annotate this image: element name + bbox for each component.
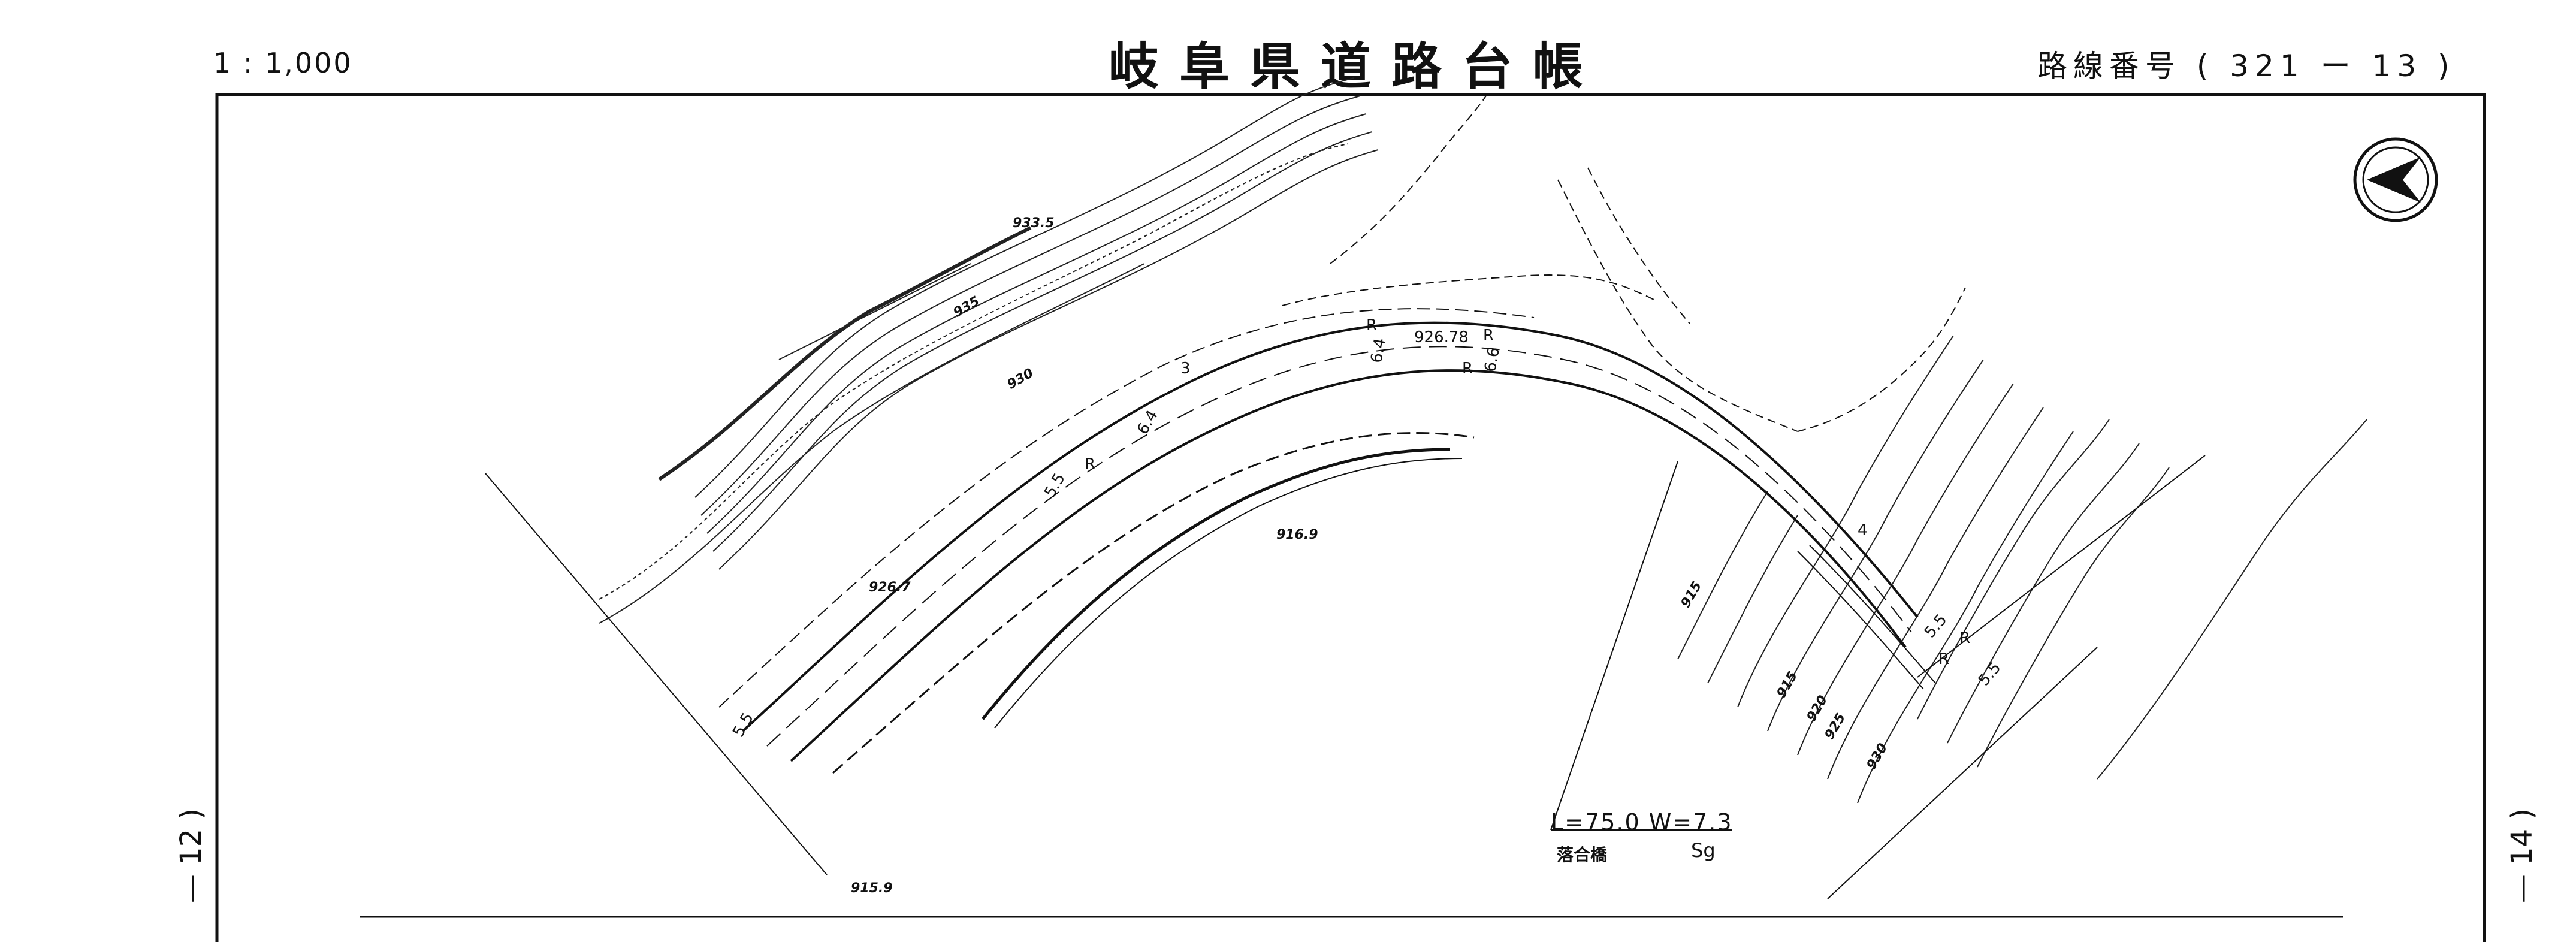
contour-lines-upper [599, 77, 1379, 624]
structures [1282, 95, 1966, 432]
spot-elevation: 926.78 [1414, 328, 1469, 346]
road-ditch [1797, 545, 1936, 690]
route-value: ( 321 ー 13 ) [2196, 49, 2456, 83]
bridge-type: Sg [1691, 839, 1716, 862]
map-frame [215, 93, 2486, 942]
road-mark: 3 [1180, 360, 1191, 378]
road-mark: R [1366, 316, 1378, 334]
spot-elevation: 933.5 [1013, 216, 1055, 231]
retaining-wall [982, 448, 1463, 729]
north-arrow-icon [2353, 137, 2438, 222]
boundary-line [1917, 455, 2206, 678]
spot-elevation: 915.9 [851, 881, 893, 896]
road-alignment [718, 308, 1919, 774]
road-mark: R [1483, 327, 1494, 345]
bridge-leader-line [1550, 461, 1678, 831]
route-label: 路線番号 [2037, 49, 2181, 83]
road-mark: R [1085, 455, 1096, 473]
bridge-dimensions: L=75.0 W=7.3 [1551, 809, 1733, 835]
boundary-line [485, 473, 828, 875]
road-mark: R [1938, 650, 1950, 668]
road-mark: 4 [1858, 521, 1868, 539]
route-number: 路線番号 ( 321 ー 13 ) [2037, 42, 2456, 85]
spot-elevation: 916.9 [1276, 527, 1318, 542]
map-scale: 1 : 1,000 [213, 47, 353, 79]
road-mark: R [1462, 360, 1473, 378]
road-mark: R [1959, 629, 1971, 647]
bridge-leader-line-3 [1827, 647, 2098, 899]
page-title: 岐阜県道路台帳 [1109, 37, 1604, 96]
spot-elevation: 926.7 [869, 580, 911, 595]
contour-lines-lower [1677, 335, 2367, 804]
bridge-name: 落合橋 [1557, 845, 1608, 865]
